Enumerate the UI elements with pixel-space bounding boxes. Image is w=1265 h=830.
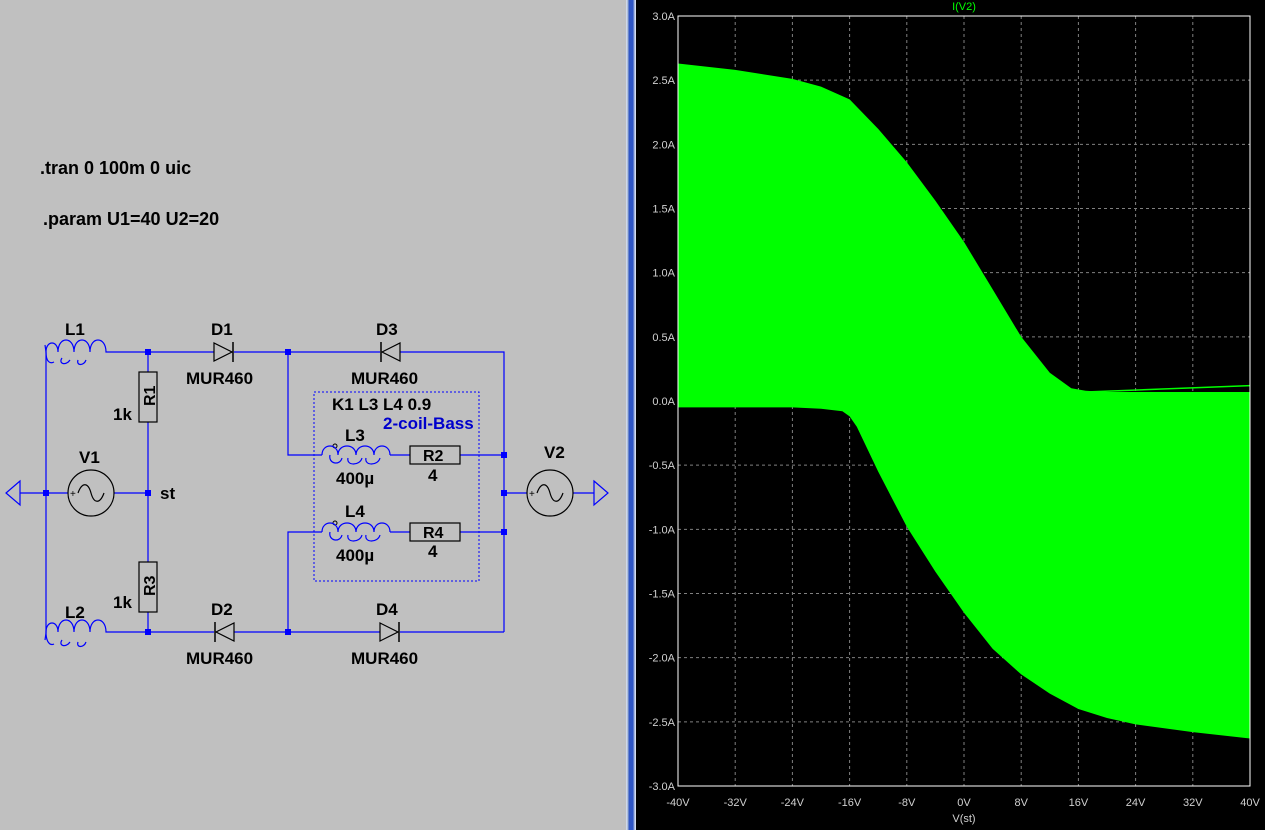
- waveform-viewer[interactable]: 3.0A 2.5A 2.0A 1.5A 1.0A 0.5A 0.0A -0.5A -1.0A -1…: [636, 0, 1265, 830]
- d3-value: MUR460: [351, 369, 418, 388]
- inductor-l1[interactable]: L1: [45, 320, 108, 366]
- diode-d4[interactable]: D4 MUR460: [351, 600, 418, 668]
- ground-port-right-icon: [593, 479, 609, 507]
- x-tick-label: -16V: [838, 797, 862, 809]
- inductor-l3[interactable]: L3 400µ: [321, 426, 391, 488]
- resistor-r4[interactable]: R4 4: [409, 522, 461, 561]
- y-tick-label: -0.5A: [649, 460, 676, 472]
- voltage-source-v1[interactable]: + V1: [67, 448, 115, 517]
- d4-value: MUR460: [351, 649, 418, 668]
- y-tick-label: 1.0A: [652, 268, 675, 280]
- l3-label: L3: [345, 426, 365, 445]
- ground-port-left-icon: [5, 479, 21, 507]
- x-tick-label: 16V: [1069, 797, 1089, 809]
- x-tick-label: -8V: [898, 797, 916, 809]
- r1-value: 1k: [113, 405, 132, 424]
- diode-d2[interactable]: D2 MUR460: [186, 600, 253, 668]
- schematic-canvas[interactable]: .tran 0 100m 0 uic .param U1=40 U2=20: [0, 0, 626, 830]
- model-name-label: 2-coil-Bass: [383, 414, 474, 433]
- net-label-st[interactable]: st: [160, 484, 175, 503]
- diode-d1[interactable]: D1 MUR460: [186, 320, 253, 388]
- x-tick-label: 24V: [1126, 797, 1146, 809]
- y-tick-label: 1.5A: [652, 204, 675, 216]
- tran-directive[interactable]: .tran 0 100m 0 uic: [40, 158, 191, 178]
- waveform-plot[interactable]: 3.0A 2.5A 2.0A 1.5A 1.0A 0.5A 0.0A -0.5A -1.0A -1…: [636, 0, 1265, 830]
- param-directive[interactable]: .param U1=40 U2=20: [43, 209, 219, 229]
- x-tick-label: -32V: [724, 797, 748, 809]
- x-axis-label[interactable]: V(st): [952, 813, 975, 825]
- coupling-directive[interactable]: K1 L3 L4 0.9: [332, 395, 431, 414]
- inductor-l4[interactable]: L4 400µ: [321, 502, 391, 565]
- diode-d3[interactable]: D3 MUR460: [351, 320, 418, 388]
- y-tick-label: -3.0A: [649, 781, 676, 793]
- trace-i-v2-tail[interactable]: [1085, 384, 1251, 393]
- v1-label: V1: [79, 448, 100, 467]
- r2-value: 4: [428, 466, 438, 485]
- y-tick-label: -1.0A: [649, 524, 676, 536]
- d2-label: D2: [211, 600, 233, 619]
- r4-label: R4: [423, 525, 444, 542]
- resistor-r1[interactable]: R1 1k: [113, 371, 159, 424]
- trace-label-i-v2[interactable]: I(V2): [952, 1, 976, 13]
- l3-value: 400µ: [336, 469, 374, 488]
- d3-label: D3: [376, 320, 398, 339]
- y-tick-label: 0.5A: [652, 332, 675, 344]
- x-tick-label: -24V: [781, 797, 805, 809]
- plot-frame: [677, 15, 1251, 787]
- d2-value: MUR460: [186, 649, 253, 668]
- x-tick-label: 0V: [957, 797, 971, 809]
- l4-value: 400µ: [336, 546, 374, 565]
- x-tick-label: 40V: [1240, 797, 1260, 809]
- y-tick-label: -2.0A: [649, 653, 676, 665]
- r3-value: 1k: [113, 593, 132, 612]
- resistor-r3[interactable]: R3 1k: [113, 561, 159, 613]
- y-tick-label: 3.0A: [652, 11, 675, 23]
- r2-label: R2: [423, 448, 444, 465]
- d4-label: D4: [376, 600, 398, 619]
- junction-dots: [43, 349, 507, 635]
- r3-label: R3: [142, 575, 159, 596]
- y-axis-ticks: 3.0A 2.5A 2.0A 1.5A 1.0A 0.5A 0.0A -0.5A -1.0A -1…: [649, 11, 676, 793]
- r1-label: R1: [142, 385, 159, 406]
- x-axis-ticks: -40V -32V -24V -16V -8V 0V 8V 16V 24V 32V 40V: [666, 797, 1260, 809]
- x-tick-label: 8V: [1014, 797, 1028, 809]
- l1-label: L1: [65, 320, 85, 339]
- y-tick-label: -1.5A: [649, 589, 676, 601]
- l2-label: L2: [65, 603, 85, 622]
- trace-i-v2-envelope[interactable]: [678, 63, 1250, 739]
- v2-label: V2: [544, 443, 565, 462]
- schematic-editor[interactable]: .tran 0 100m 0 uic .param U1=40 U2=20: [0, 0, 626, 830]
- l4-label: L4: [345, 502, 365, 521]
- coil-model-box: [313, 391, 480, 582]
- resistor-r2[interactable]: R2 4: [409, 445, 461, 485]
- x-tick-label: 32V: [1183, 797, 1203, 809]
- voltage-source-v2[interactable]: + V2: [526, 443, 574, 517]
- d1-value: MUR460: [186, 369, 253, 388]
- d1-label: D1: [211, 320, 233, 339]
- r4-value: 4: [428, 542, 438, 561]
- x-tick-label: -40V: [666, 797, 690, 809]
- y-tick-label: 2.0A: [652, 139, 675, 151]
- inductor-l2[interactable]: L2: [45, 603, 108, 648]
- pane-splitter[interactable]: [626, 0, 636, 830]
- v1-plus-icon: +: [70, 489, 76, 500]
- y-tick-label: 0.0A: [652, 396, 675, 408]
- wires: [20, 344, 594, 641]
- y-tick-label: 2.5A: [652, 75, 675, 87]
- y-tick-label: -2.5A: [649, 717, 676, 729]
- v2-plus-icon: +: [529, 489, 535, 500]
